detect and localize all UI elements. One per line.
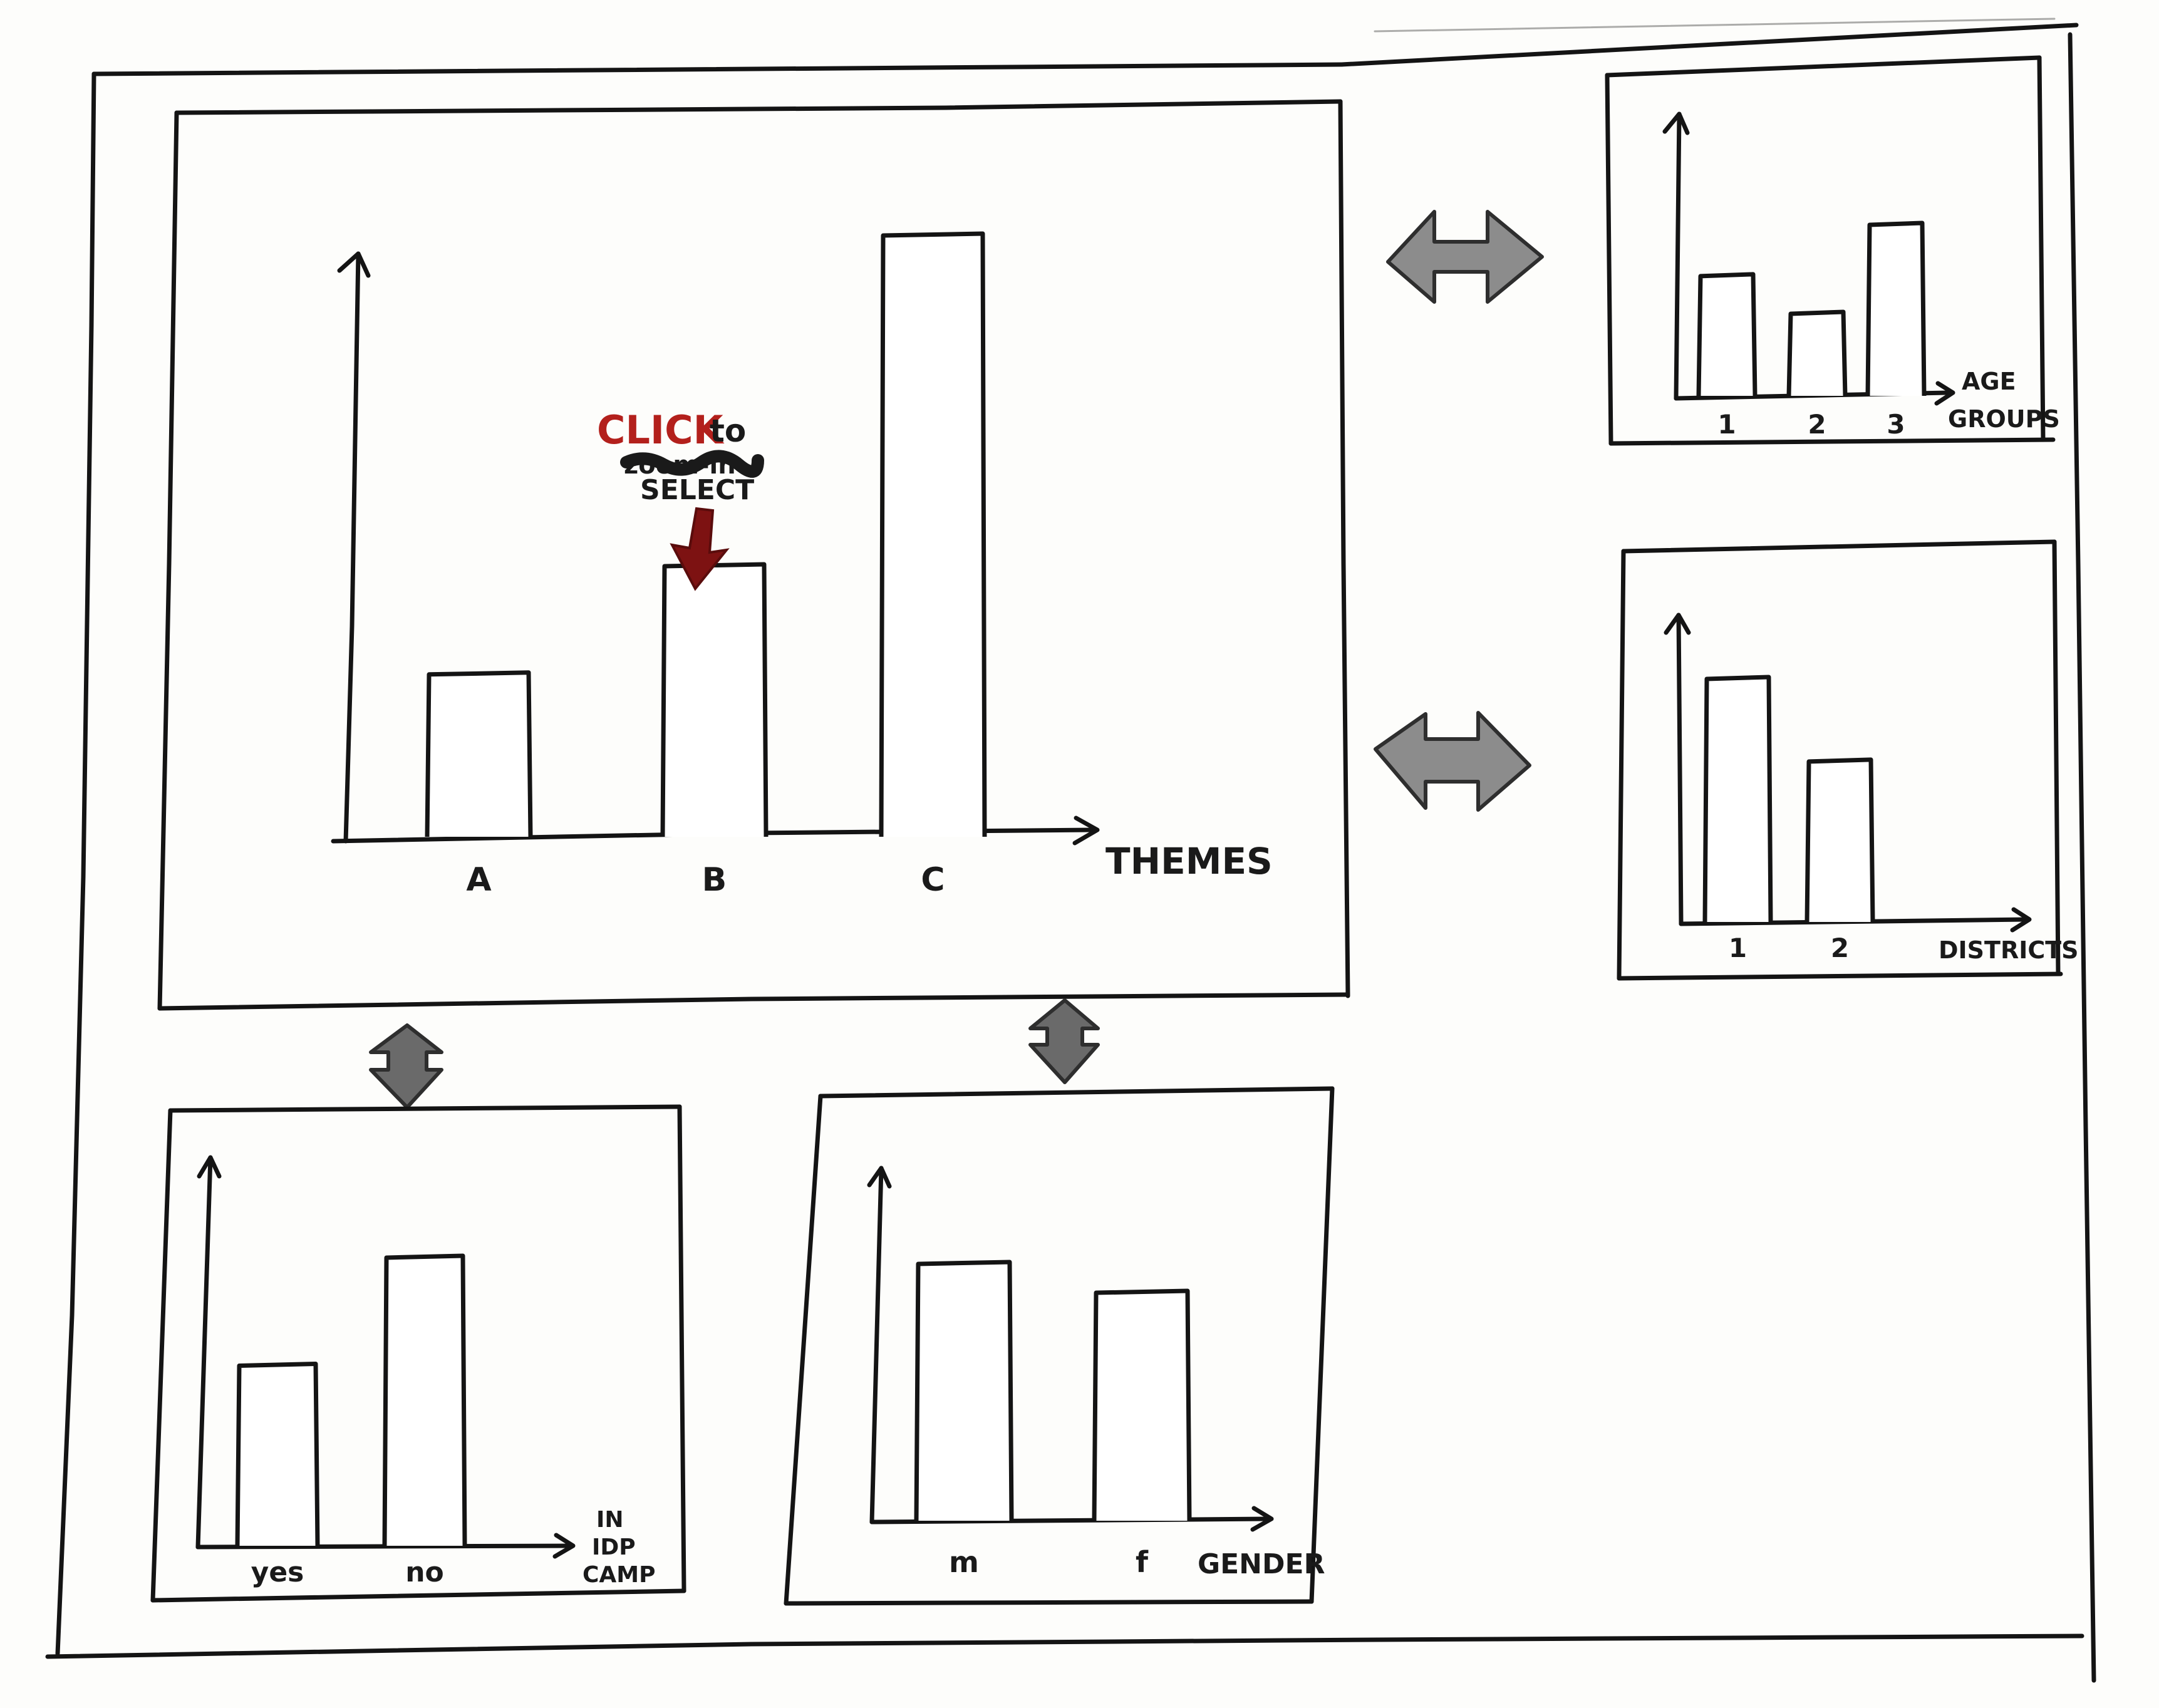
tick-label-gender-m: m (949, 1545, 979, 1579)
tick-label-districts-1: 1 (1729, 933, 1747, 963)
main-chart-tick-labels: A B C (466, 861, 945, 899)
bar-age-1[interactable] (1696, 272, 1758, 396)
districts-chart-bars[interactable] (1702, 675, 1875, 923)
bar-age-2[interactable] (1786, 309, 1848, 396)
gender-panel-frame (784, 1086, 1335, 1606)
double-headed-arrow-icon (369, 1023, 443, 1109)
double-headed-arrow-icon (1374, 711, 1531, 812)
bar-districts-2[interactable] (1804, 757, 1875, 923)
tick-label-themes-C: C (921, 861, 945, 899)
main-chart-x-axis-label: THEMES (1105, 840, 1273, 882)
bar-gender-m[interactable] (914, 1260, 1014, 1521)
annotation-click-word: CLICK (597, 407, 725, 453)
tick-label-age-2: 2 (1808, 409, 1826, 440)
gender-chart-x-axis-label: GENDER (1198, 1548, 1325, 1580)
bar-themes-B[interactable] (660, 562, 769, 837)
idp-panel-frame (150, 1104, 686, 1603)
age-chart-bars[interactable] (1696, 220, 1927, 396)
tick-label-age-1: 1 (1717, 409, 1736, 440)
outer-frame (45, 18, 2096, 1683)
gender-chart-bars[interactable] (914, 1260, 1192, 1521)
svg-text:IN: IN (596, 1507, 624, 1533)
tick-label-themes-B: B (702, 861, 727, 899)
double-headed-arrow-icon (1028, 998, 1100, 1084)
bar-themes-C[interactable] (879, 231, 987, 837)
bar-idp-no[interactable] (382, 1253, 467, 1546)
tick-label-idp-yes: yes (251, 1556, 304, 1588)
annotation-select-word: SELECT (640, 474, 754, 506)
idp-chart-x-axis-label: IN IDP CAMP (582, 1507, 656, 1588)
tick-label-themes-A: A (466, 861, 491, 899)
annotation-strikethrough (620, 450, 764, 478)
idp-chart-tick-labels: yes no (251, 1556, 444, 1588)
svg-text:GROUPS: GROUPS (1948, 405, 2060, 433)
bar-age-3[interactable] (1865, 220, 1927, 396)
age-chart-tick-labels: 1 2 3 (1717, 409, 1905, 440)
bar-idp-yes[interactable] (235, 1362, 320, 1546)
age-chart-x-axis-label: AGE GROUPS (1948, 368, 2060, 433)
annotation-to-word: to (710, 413, 746, 449)
click-annotation: CLICK to zoom-in SELECT (597, 407, 764, 591)
bar-gender-f[interactable] (1092, 1288, 1192, 1521)
main-chart-bars[interactable] (425, 231, 987, 837)
svg-text:CAMP: CAMP (582, 1562, 656, 1588)
bar-districts-1[interactable] (1702, 675, 1773, 923)
svg-text:AGE: AGE (1962, 368, 2016, 395)
main-panel-frame (157, 99, 1350, 1011)
double-headed-arrow-icon (1386, 210, 1544, 304)
districts-chart-x-axis-label: DISTRICTS (1939, 936, 2079, 964)
idp-chart-bars[interactable] (235, 1253, 467, 1546)
svg-text:IDP: IDP (592, 1535, 636, 1560)
bar-themes-A[interactable] (425, 670, 533, 837)
tick-label-idp-no: no (405, 1556, 444, 1588)
tick-label-age-3: 3 (1887, 409, 1905, 440)
tick-label-gender-f: f (1136, 1545, 1149, 1579)
down-arrow-icon (670, 507, 730, 591)
tick-label-districts-2: 2 (1831, 933, 1849, 963)
